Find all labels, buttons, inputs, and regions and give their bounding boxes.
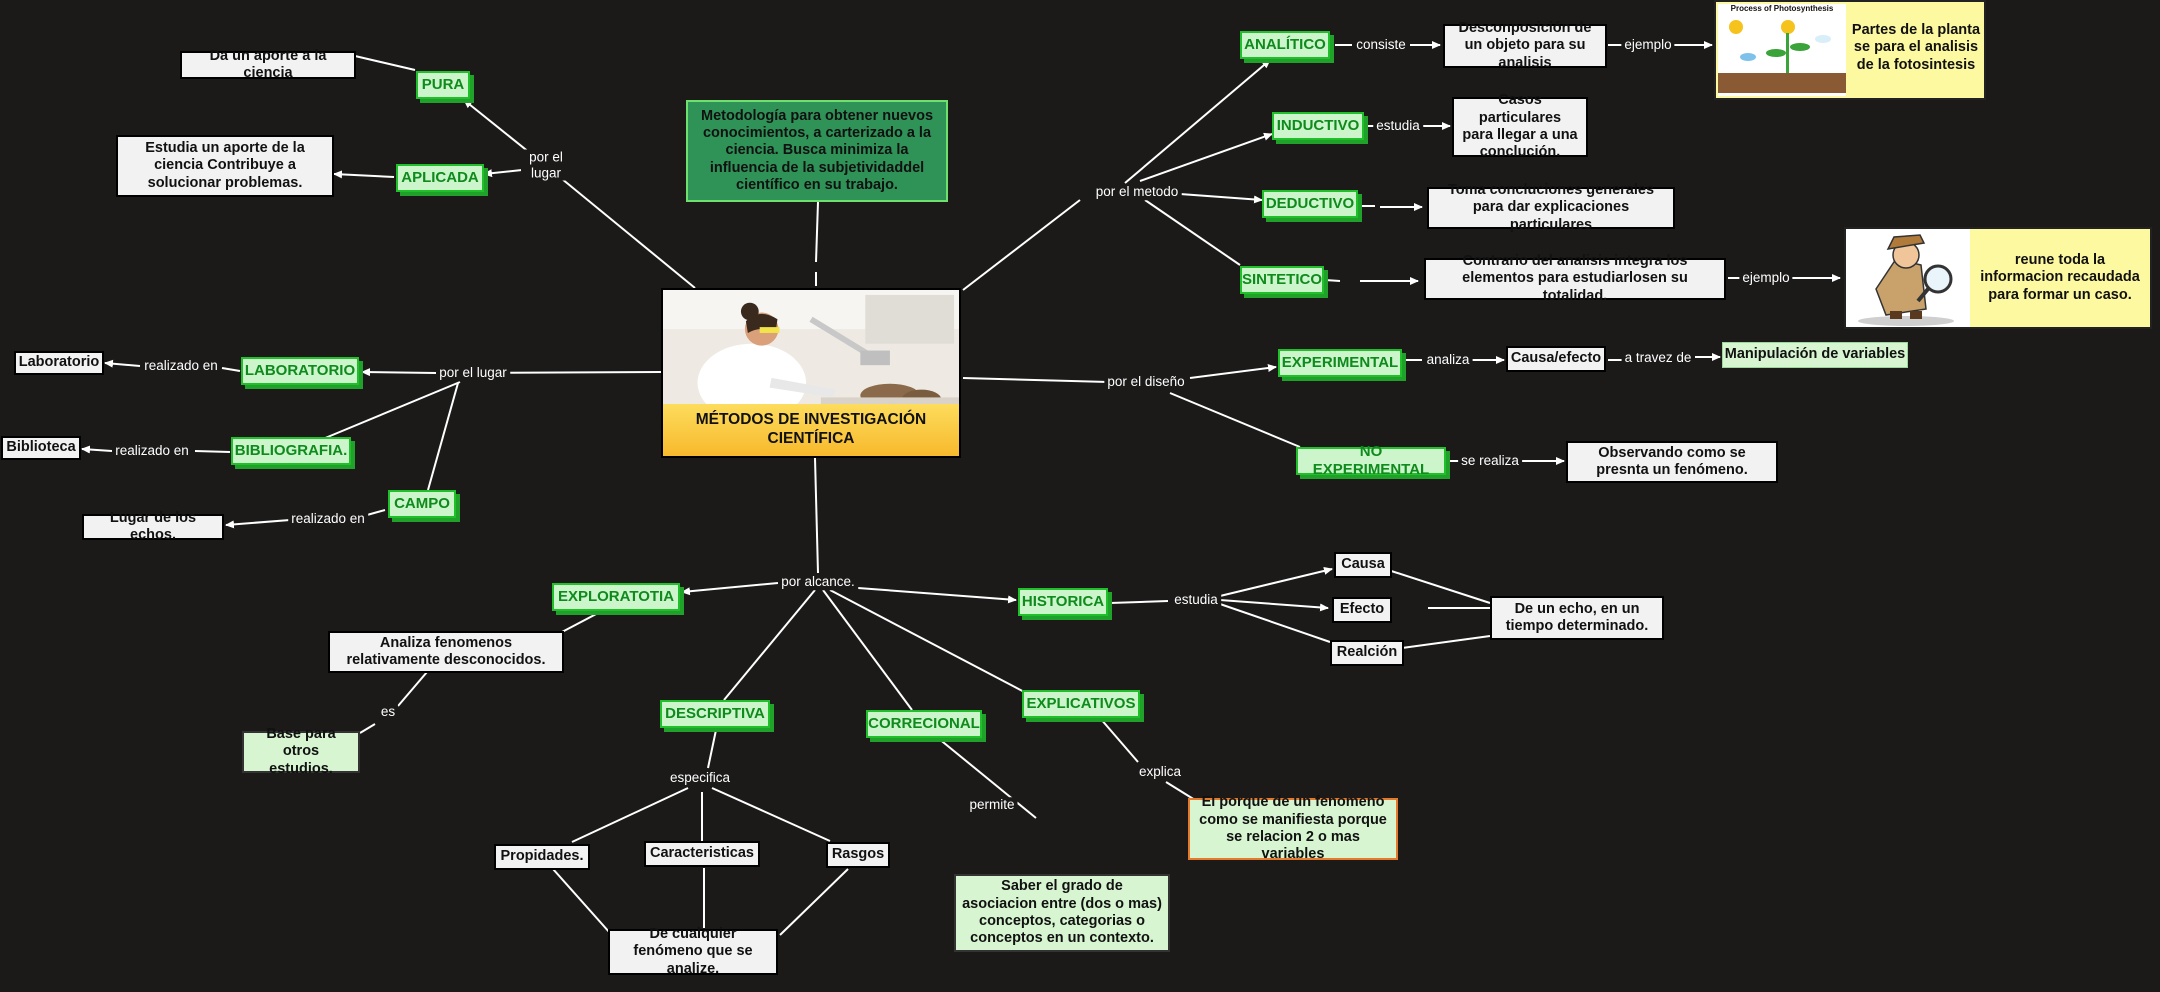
label-por-el-lugar-top: por el lugar	[521, 149, 571, 181]
central-topic: MÉTODOS DE INVESTIGACIÓN CIENTÍFICA	[661, 288, 961, 458]
label-permite: permite	[966, 797, 1018, 813]
definition-box: Metodología para obtener nuevos conocimi…	[686, 100, 948, 202]
desc-sintetico: Contrario del analisis integra los eleme…	[1424, 253, 1726, 304]
desc-aplicada: Estudia un aporte de la ciencia Contribu…	[116, 135, 334, 197]
example-photosynthesis: Process of Photosynthesis Partes de la p…	[1714, 0, 1986, 100]
desc-correlacional: Saber el grado de asociacion entre (dos …	[954, 874, 1170, 952]
node-analitico[interactable]: ANALÍTICO	[1240, 31, 1330, 59]
label-ejemplo-sintetico: ejemplo	[1739, 270, 1793, 286]
target-laboratorio: Laboratorio	[14, 351, 104, 375]
label-es: es	[377, 704, 399, 720]
node-correlacional[interactable]: CORRECIONAL	[866, 710, 982, 738]
label-se-realiza: se realiza	[1458, 453, 1522, 469]
label-estudia-historica: estudia	[1171, 592, 1221, 608]
node-sintetico[interactable]: SINTETICO	[1240, 266, 1324, 294]
node-bibliografia[interactable]: BIBLIOGRAFIA.	[231, 437, 351, 465]
item-realcion: Realción	[1330, 640, 1404, 666]
node-inductivo[interactable]: INDUCTIVO	[1272, 112, 1364, 140]
node-campo[interactable]: CAMPO	[388, 490, 456, 518]
node-historica[interactable]: HISTORICA	[1018, 588, 1108, 616]
node-descriptiva[interactable]: DESCRIPTIVA	[660, 700, 770, 728]
label-explica: explica	[1135, 764, 1185, 780]
label-especifica: especifica	[666, 770, 734, 786]
desc-base-estudios: Base para otros estudios.	[242, 726, 360, 777]
label-consiste: consiste	[1353, 37, 1409, 53]
node-exploratoria[interactable]: EXPLORATOTIA	[552, 583, 680, 611]
label-por-alcance: por alcance.	[778, 574, 858, 590]
target-biblioteca: Biblioteca	[1, 436, 81, 460]
example-sintetico-text: reune toda la informacion recaudada para…	[1980, 251, 2140, 303]
central-title: MÉTODOS DE INVESTIGACIÓN CIENTÍFICA	[663, 404, 959, 456]
label-por-el-metodo: por el metodo	[1092, 184, 1182, 200]
desc-exploratoria: Analiza fenomenos relativamente desconoc…	[328, 631, 564, 673]
node-aplicada[interactable]: APLICADA	[396, 164, 484, 192]
label-realizado-en-campo: realizado en	[288, 511, 368, 527]
node-no-experimental[interactable]: NO EXPERIMENTAL	[1296, 443, 1446, 478]
photosynthesis-title: Process of Photosynthesis	[1730, 4, 1834, 13]
desc-analitico: Desconposición de un objeto para su anal…	[1443, 20, 1607, 71]
desc-no-experimental: Observando como se presnta un fenómeno.	[1566, 441, 1778, 483]
example-analitico-text: Partes de la planta se para el analisis …	[1851, 21, 1981, 73]
desc-explicativos: El porque de un fenomeno como se manifie…	[1188, 794, 1398, 862]
desc-descriptiva: De cualquier fenómeno que se analize.	[608, 926, 778, 977]
label-ejemplo-analitico: ejemplo	[1621, 37, 1675, 53]
desc-causa-efecto: Causa/efecto	[1506, 346, 1606, 372]
node-experimental[interactable]: EXPERIMENTAL	[1278, 349, 1402, 377]
desc-manipulacion: Manipulación de variables	[1722, 342, 1908, 368]
target-campo: Lugar de los echos.	[82, 510, 224, 543]
label-por-el-lugar: por el lugar	[436, 365, 510, 381]
label-realizado-en-lab: realizado en	[141, 358, 221, 374]
label-estudia-inductivo: estudia	[1373, 118, 1423, 134]
label-realizado-en-bib: realizado en	[112, 443, 192, 459]
node-deductivo[interactable]: DEDUCTIVO	[1262, 190, 1358, 218]
item-causa: Causa	[1334, 552, 1392, 578]
desc-pura: Da un aporte a la ciencia	[180, 48, 356, 81]
desc-historica: De un echo, en un tiempo determinado.	[1490, 596, 1664, 640]
detective-icon	[1846, 229, 1970, 327]
label-analiza: analiza	[1423, 352, 1473, 368]
node-laboratorio[interactable]: LABORATORIO	[241, 357, 359, 385]
plant-icon	[1718, 20, 1846, 93]
item-propiedades: Propidades.	[494, 844, 590, 870]
item-rasgos: Rasgos	[826, 842, 890, 868]
label-por-el-diseno: por el diseño	[1104, 374, 1188, 390]
label-a-travez-de: a travez de	[1621, 350, 1695, 366]
example-detective: reune toda la informacion recaudada para…	[1844, 227, 2152, 329]
desc-deductivo: Toma concluciones generales para dar exp…	[1427, 182, 1675, 233]
node-pura[interactable]: PURA	[416, 71, 470, 99]
desc-inductivo: Casos particulares para llegar a una con…	[1452, 92, 1588, 160]
photosynthesis-image: Process of Photosynthesis	[1718, 4, 1846, 96]
item-caracteristicas: Caracteristicas	[644, 841, 760, 867]
item-efecto: Efecto	[1332, 597, 1392, 623]
node-explicativos[interactable]: EXPLICATIVOS	[1022, 690, 1140, 718]
